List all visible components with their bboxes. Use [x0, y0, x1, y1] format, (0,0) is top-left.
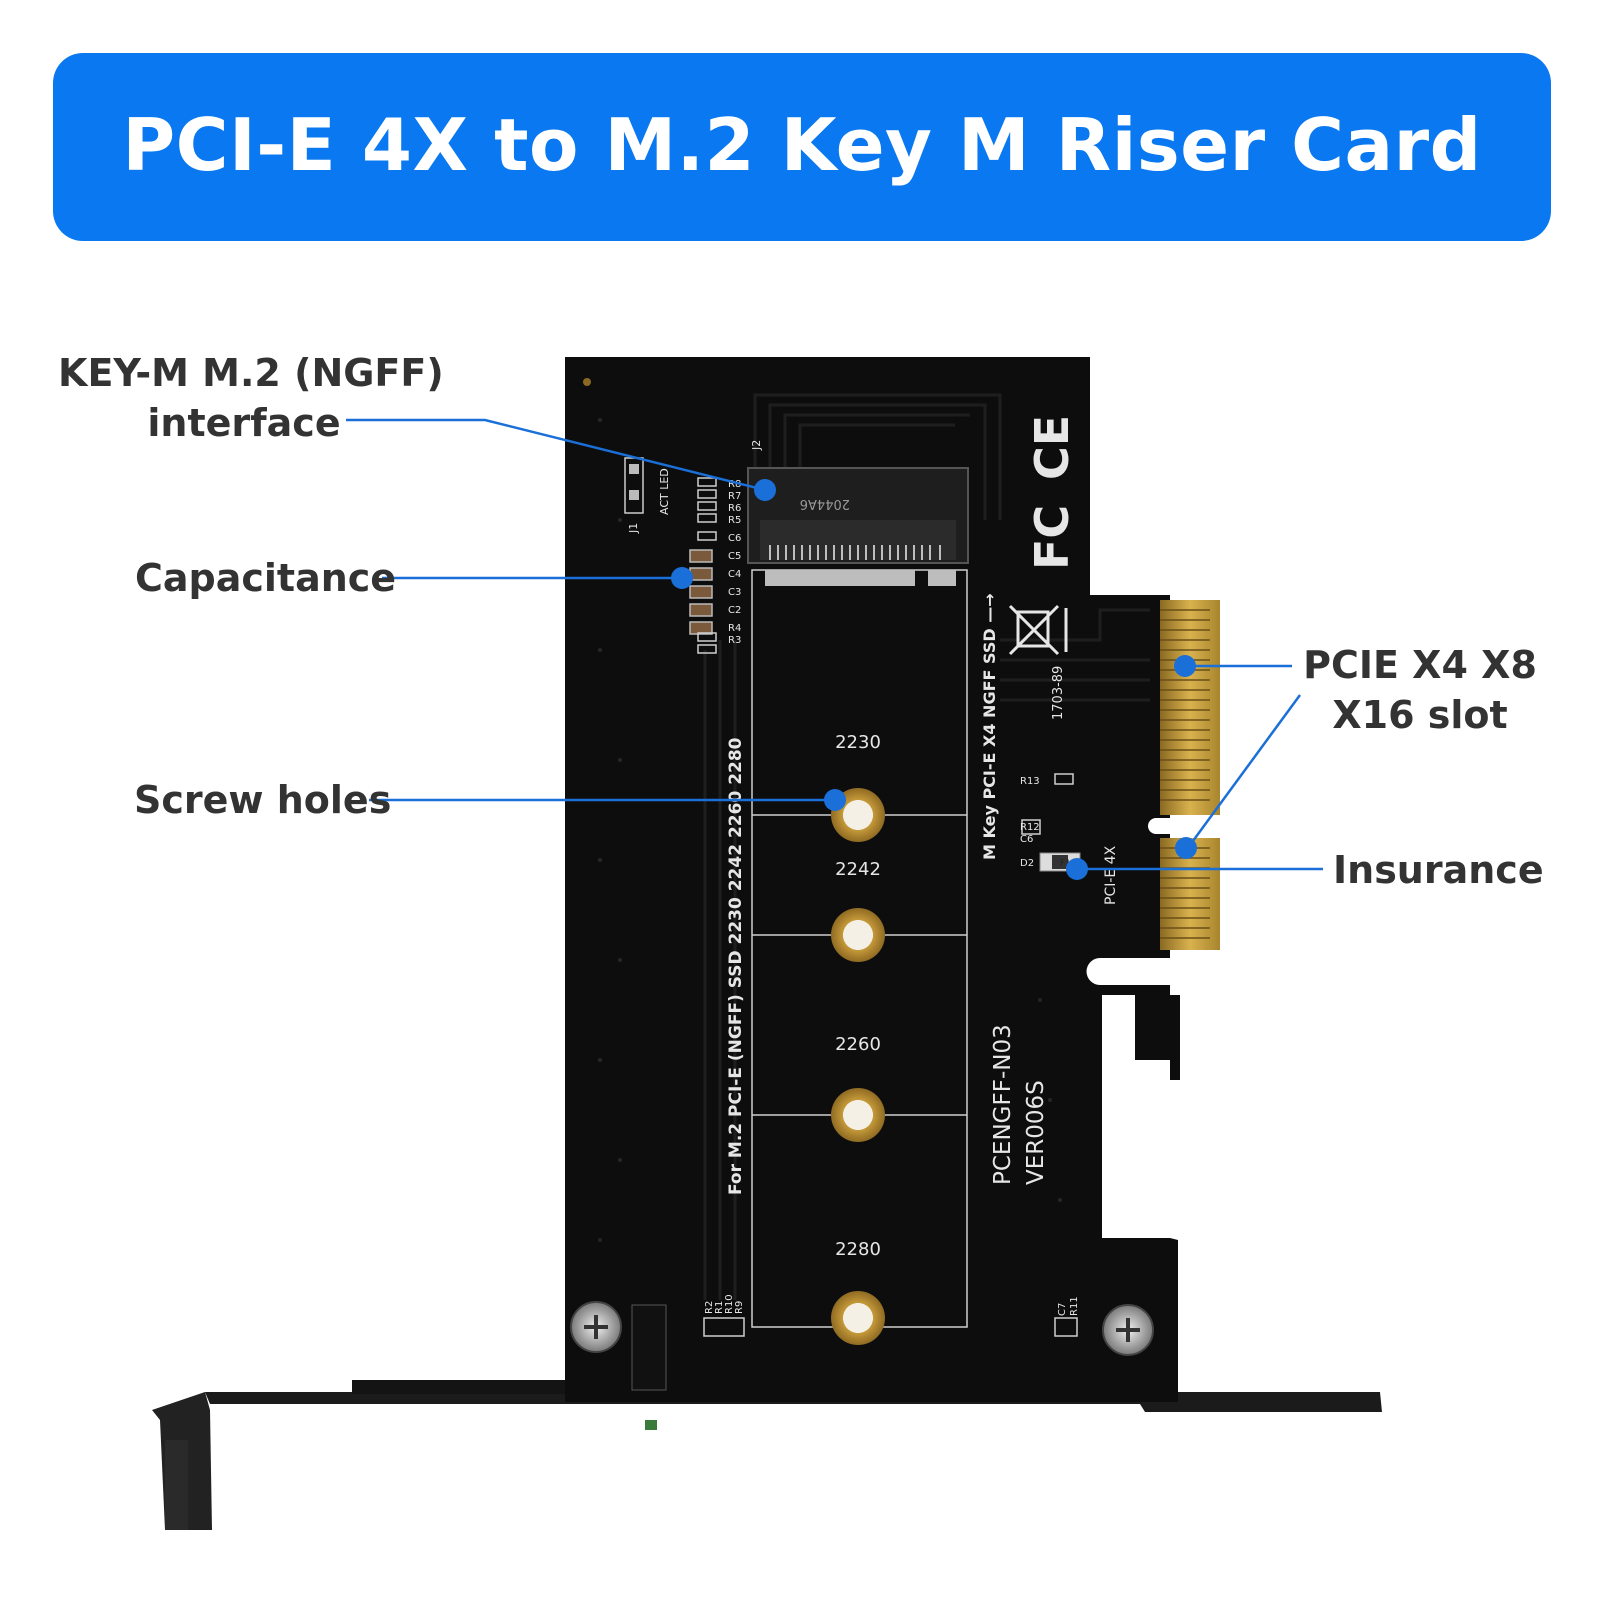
callout-slot: PCIE X4 X8 X16 slot [1300, 640, 1540, 740]
version-text: VER006S [1023, 1080, 1049, 1185]
misc-r9: R9 [734, 1301, 745, 1314]
pcie-label: PCI-E 4X [1103, 845, 1119, 905]
pcb-traces [703, 393, 1150, 1300]
callout-slot-line1: PCIE X4 X8 [1303, 643, 1537, 687]
callout-lines [346, 418, 1323, 871]
misc-r12: R12 [1020, 822, 1040, 833]
resistor-pads [697, 477, 1078, 1337]
res-r5: R5 [728, 515, 741, 526]
callout-capacitance: Capacitance [135, 556, 397, 600]
misc-c6: C6 [1020, 834, 1033, 845]
misc-r1: R1 [714, 1301, 725, 1314]
callout-insurance: Insurance [1333, 848, 1544, 892]
connector-label: 2044A6 [800, 496, 850, 511]
capacitor-bank [689, 549, 713, 635]
callout-dot-interface [754, 479, 776, 501]
pcb-vias [598, 418, 1062, 1242]
callout-line-interface [346, 418, 766, 492]
weee-bin-icon [1008, 604, 1068, 656]
metal-bracket [152, 1380, 1382, 1530]
misc-r11: R11 [1069, 1296, 1080, 1316]
misc-r13: R13 [1020, 776, 1040, 787]
misc-c7: C7 [1057, 1303, 1068, 1316]
title-banner: PCI-E 4X to M.2 Key M Riser Card [53, 53, 1551, 241]
hole-label-2242: 2242 [835, 859, 881, 880]
model-text: PCENGFF-N03 [990, 1024, 1016, 1185]
callout-interface: KEY-M M.2 (NGFF) interface [58, 348, 444, 448]
hole-label-2260: 2260 [835, 1034, 881, 1055]
res-r4: R4 [728, 623, 741, 634]
hole-label-2230: 2230 [835, 732, 881, 753]
callout-interface-line1: KEY-M M.2 (NGFF) [58, 351, 444, 395]
callout-dot-insurance [1066, 858, 1088, 880]
misc-d2: D2 [1020, 858, 1034, 869]
cap-c6: C6 [728, 533, 741, 544]
date-code: 1703-89 [1051, 666, 1066, 720]
callout-interface-line2: interface [147, 401, 341, 445]
cap-c5: C5 [728, 551, 741, 562]
callout-dots [671, 479, 1197, 880]
j2-label: J2 [750, 440, 763, 451]
ce-mark: CE [1025, 415, 1079, 480]
act-led-label: ACT LED [658, 468, 671, 515]
cap-c2: C2 [728, 605, 741, 616]
m2-connector [747, 467, 969, 586]
fc-mark: FC [1025, 505, 1079, 570]
res-r7: R7 [728, 491, 741, 502]
card-text: M Key PCI-E X4 NGFF SSD —→ [980, 593, 999, 860]
callout-dot-capacitance [671, 567, 693, 589]
side-text: For M.2 PCI-E (NGFF) SSD 2230 2242 2260 … [726, 737, 746, 1195]
misc-r10: R10 [724, 1294, 735, 1314]
misc-f1: F1 [1060, 859, 1071, 869]
bracket-clip [631, 1304, 667, 1391]
callout-screw-holes: Screw holes [134, 778, 392, 822]
callout-slot-line2: X16 slot [1332, 693, 1508, 737]
j1-label: J1 [627, 523, 640, 534]
callout-dot-slot-lower [1175, 837, 1197, 859]
res-r3: R3 [728, 635, 741, 646]
pcb-board [565, 357, 1178, 1402]
res-r8: R8 [728, 479, 741, 490]
silkscreen: 2230 2242 2260 2280 For M.2 PCI-E (NGFF)… [627, 415, 1119, 1316]
cap-c4: C4 [728, 569, 741, 580]
callout-dot-slot [1174, 655, 1196, 677]
gold-fingers [1160, 600, 1220, 950]
corner-pad [583, 378, 591, 386]
callout-dot-screw-holes [824, 789, 846, 811]
bracket-screws [570, 1301, 1154, 1356]
res-r6: R6 [728, 503, 741, 514]
led-window [645, 1420, 657, 1430]
hole-label-2280: 2280 [835, 1239, 881, 1260]
banner-title: PCI-E 4X to M.2 Key M Riser Card [122, 103, 1482, 187]
cap-c3: C3 [728, 587, 741, 598]
callout-line-slot-diagonal [1188, 694, 1302, 846]
misc-r2: R2 [704, 1301, 715, 1314]
